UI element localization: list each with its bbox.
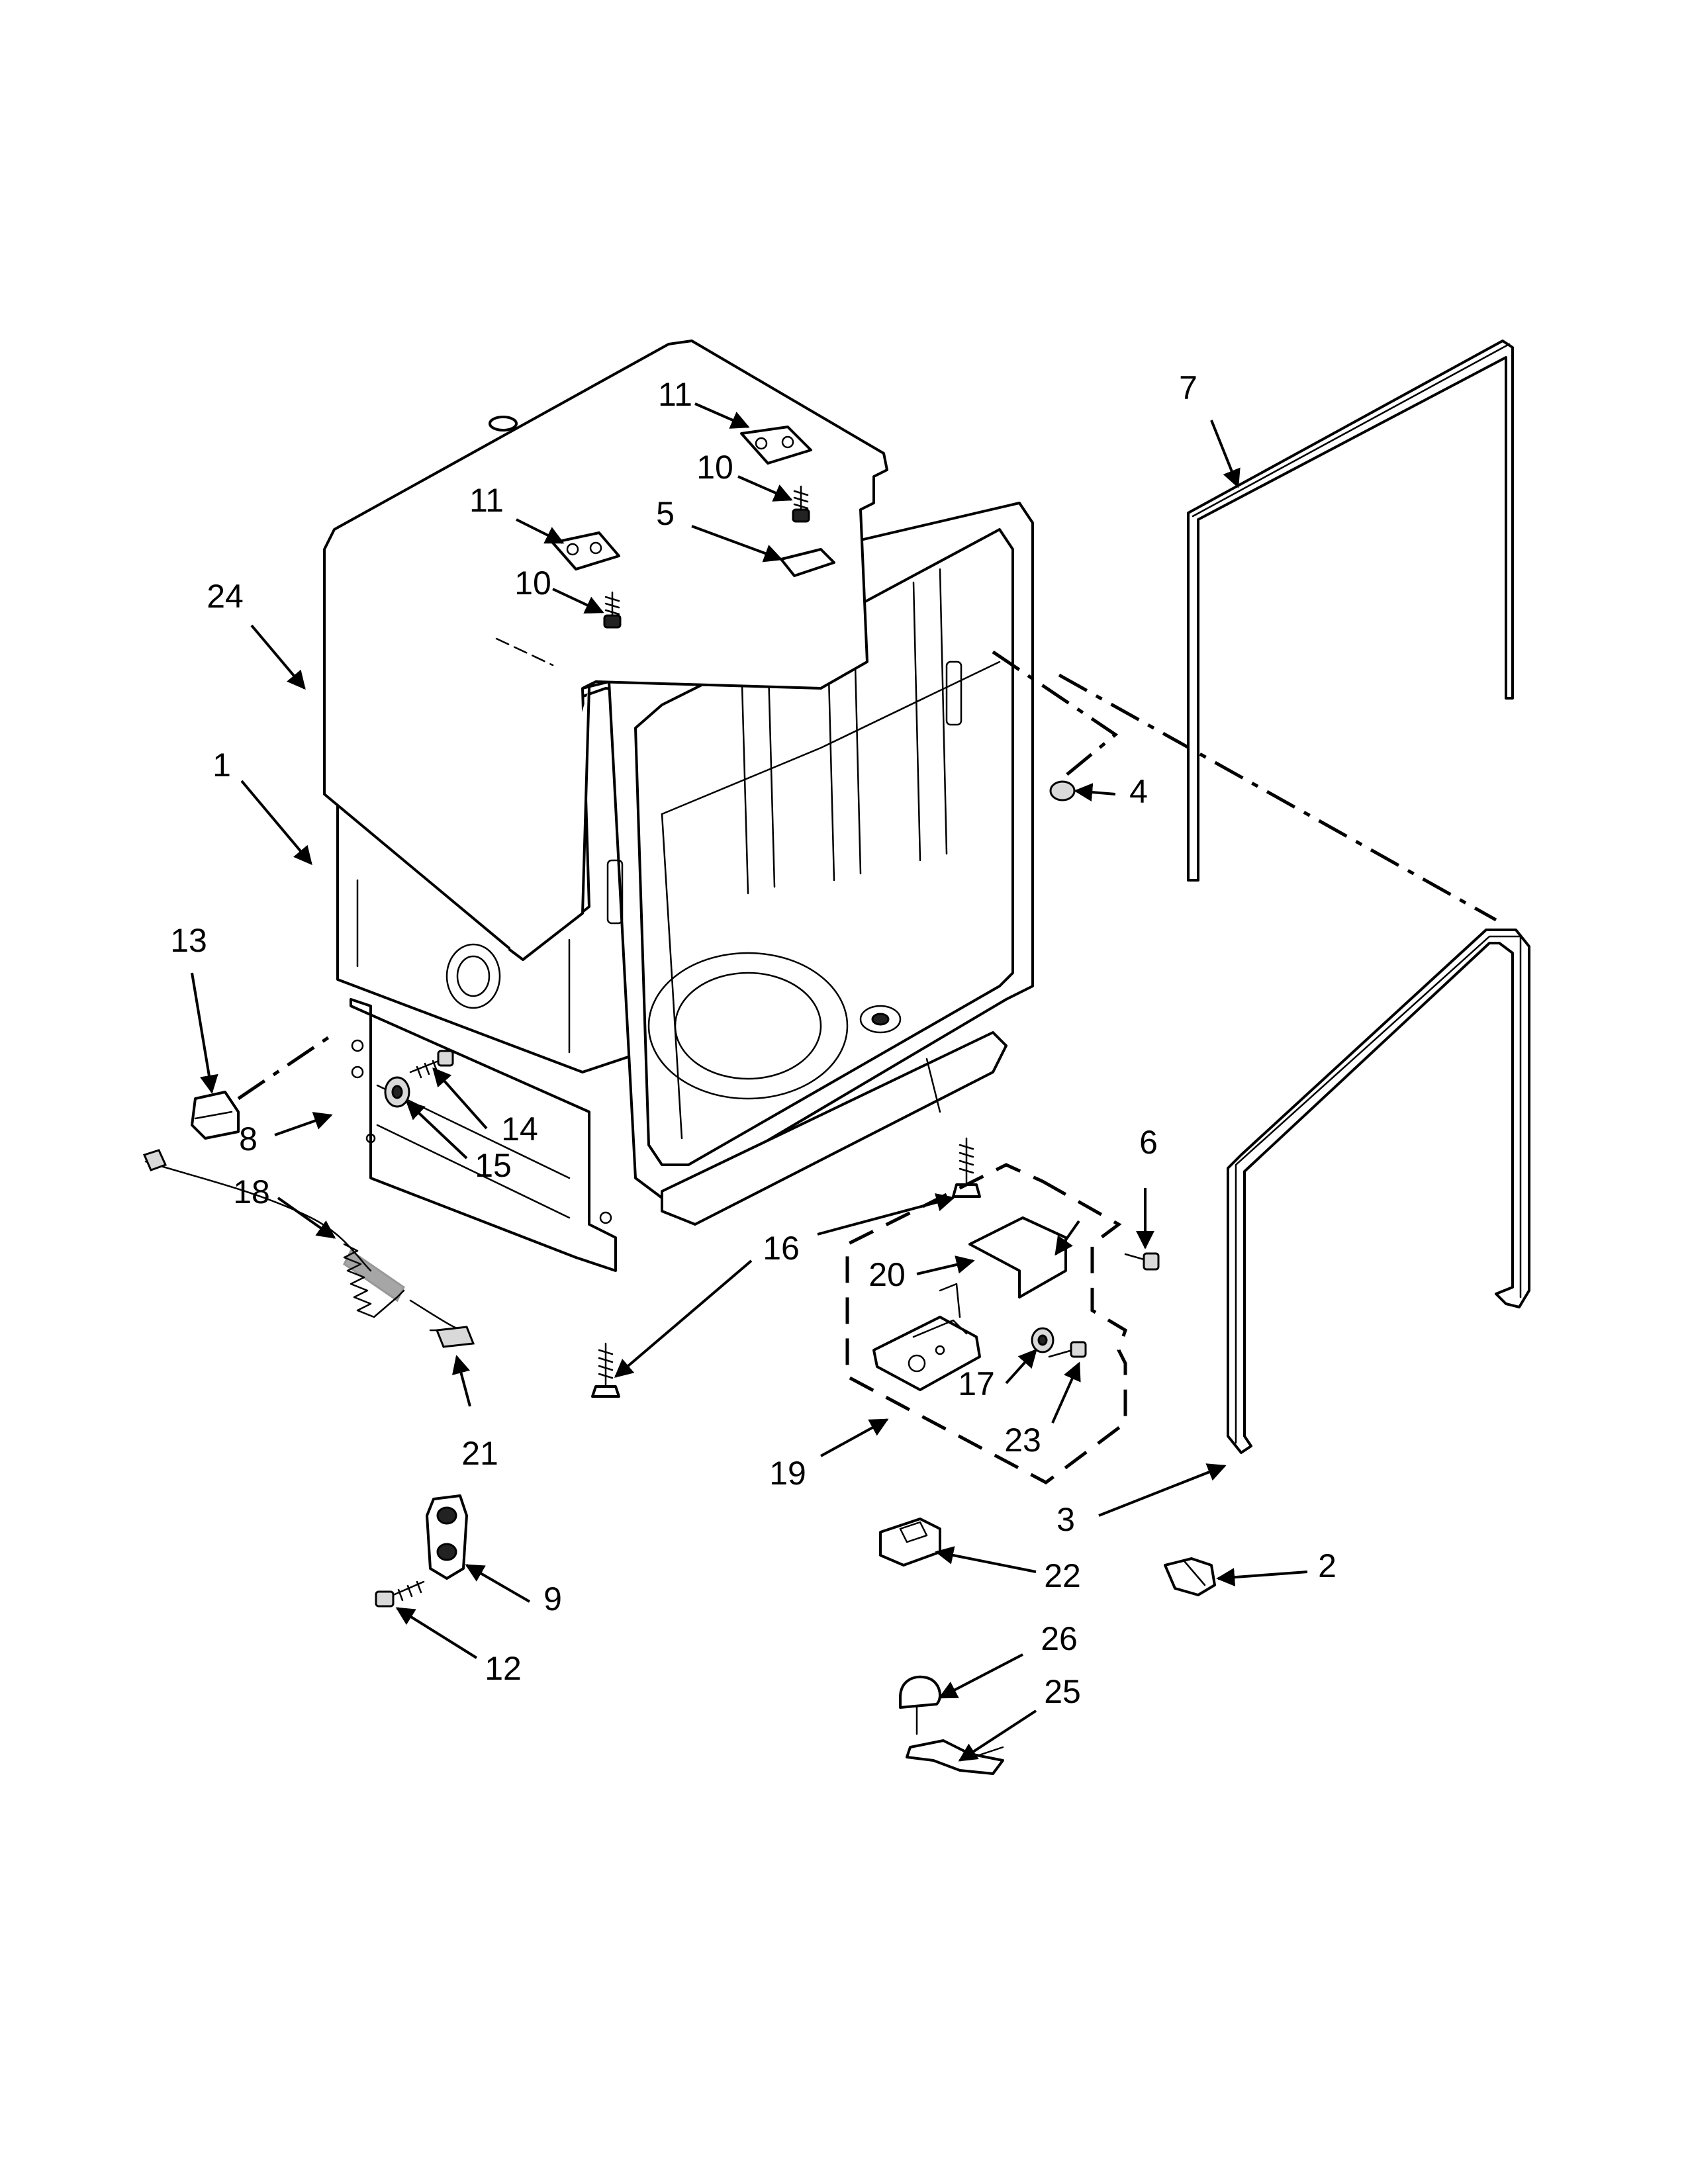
fuse-bracket [906, 1739, 1004, 1775]
insulation-blanket [323, 340, 888, 961]
side-mount-bracket [191, 1091, 240, 1140]
side-screw [1124, 1252, 1160, 1271]
plug [1049, 780, 1076, 801]
tub-clip [780, 548, 835, 577]
bracket-alignment-line [237, 1034, 332, 1101]
plug-alignment-line [992, 650, 1119, 782]
callout-9: 9 [543, 1580, 562, 1617]
upper-hinge-bracket [740, 426, 812, 465]
callout-17: 17 [958, 1365, 995, 1402]
rear-bracket-pair [426, 1494, 468, 1580]
wire-clip [1164, 1557, 1216, 1596]
callout-19: 19 [769, 1455, 806, 1492]
upper-door-gasket [1187, 340, 1514, 882]
callout-13: 13 [170, 922, 207, 959]
callout-6: 6 [1139, 1124, 1158, 1161]
mounting-bracket [872, 1283, 981, 1391]
callout-3: 3 [1056, 1501, 1075, 1538]
mounting-screw [409, 1050, 454, 1079]
callout-26: 26 [1041, 1620, 1078, 1657]
callout-22: 22 [1044, 1557, 1081, 1594]
callout-7: 7 [1179, 369, 1197, 406]
gasket-alignment-line [1058, 673, 1497, 922]
upper-hinge-screw [792, 485, 810, 523]
lower-hinge-screw [603, 591, 622, 629]
grommet [384, 1076, 410, 1108]
callout-16: 16 [763, 1230, 800, 1267]
callout-14: 14 [501, 1111, 538, 1148]
leveling-leg-rear [952, 1137, 981, 1198]
leader-lines [191, 402, 1308, 1762]
leveling-leg-front [591, 1342, 620, 1398]
callout-23: 23 [1004, 1422, 1041, 1459]
bracket-screw [1048, 1341, 1087, 1358]
thermal-fuse [899, 1675, 941, 1735]
callout-5: 5 [656, 495, 675, 532]
door-strike [879, 1518, 941, 1567]
callout-8: 8 [239, 1120, 258, 1158]
callout-10-lower: 10 [514, 565, 551, 602]
callout-1: 1 [212, 747, 231, 784]
rear-bracket-screw [375, 1580, 425, 1608]
callout-21: 21 [461, 1435, 498, 1472]
callout-18: 18 [233, 1173, 270, 1210]
callout-11-lower: 11 [469, 482, 504, 519]
lower-door-gasket [1227, 929, 1530, 1454]
lower-hinge-bracket [551, 531, 620, 570]
callout-11-upper: 11 [658, 376, 692, 413]
callout-4: 4 [1129, 773, 1148, 810]
callout-15: 15 [475, 1147, 512, 1184]
callout-labels: 1 2 3 4 5 6 7 8 9 10 10 11 11 12 13 14 1… [170, 369, 1336, 1710]
callout-10-upper: 10 [696, 449, 733, 486]
callout-2: 2 [1318, 1547, 1336, 1584]
door-spring [343, 1243, 405, 1318]
callout-25: 25 [1044, 1673, 1081, 1710]
bracket-assembly-outline [845, 1163, 1128, 1484]
bracket-cover [968, 1216, 1067, 1298]
bracket-washer [1031, 1327, 1055, 1353]
callout-12: 12 [485, 1650, 522, 1687]
callout-24: 24 [207, 578, 244, 615]
callout-20: 20 [868, 1256, 906, 1293]
